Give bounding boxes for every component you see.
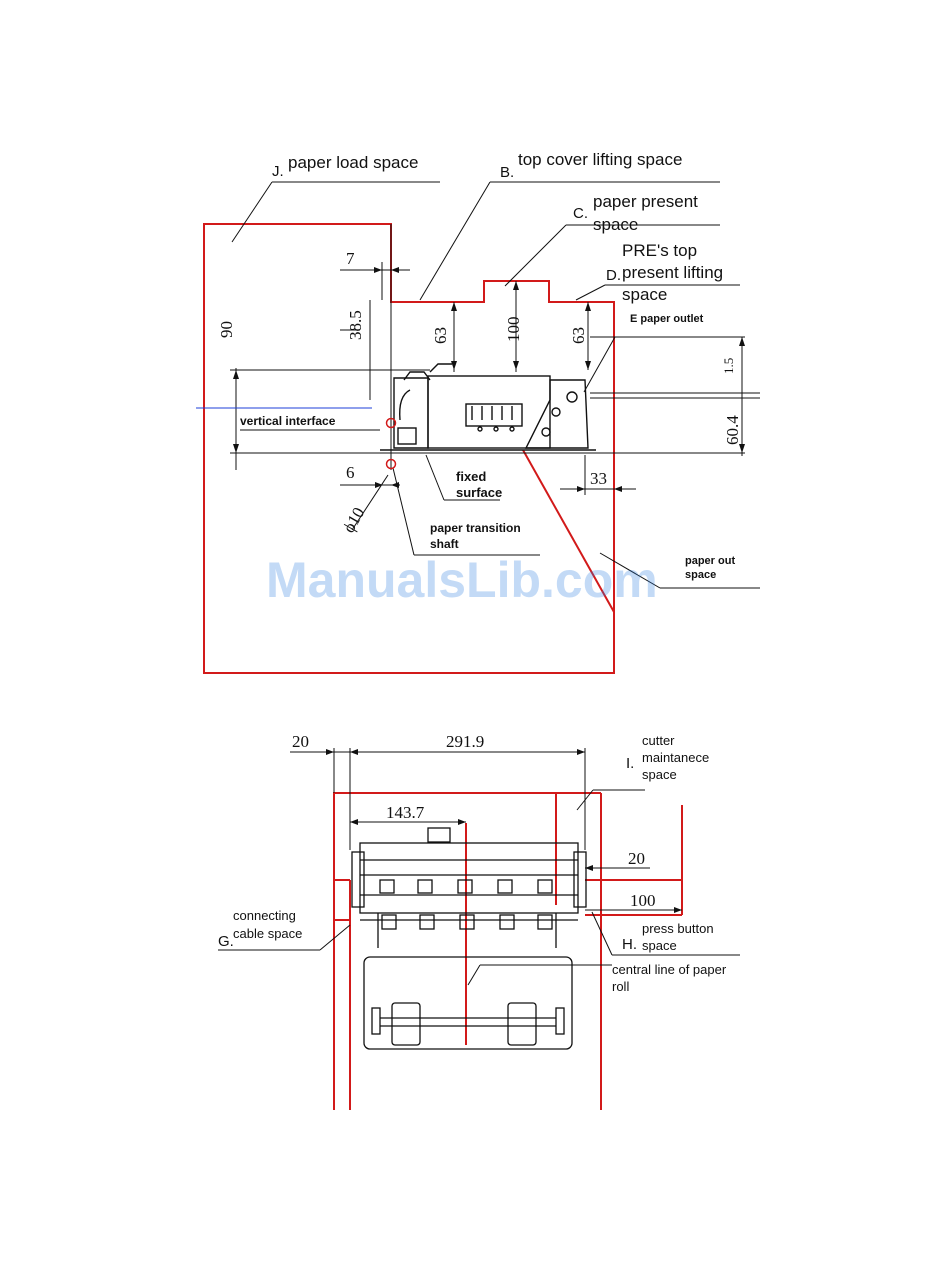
dim-100-bottom: 100 xyxy=(630,891,656,910)
dim-7: 7 xyxy=(346,249,355,268)
label-pre-top-3: space xyxy=(622,285,667,304)
label-J: J. xyxy=(272,163,284,180)
label-connecting-1: connecting xyxy=(233,908,296,923)
label-paper-transition-1: paper transition xyxy=(430,521,521,535)
dim-90: 90 xyxy=(217,321,236,338)
label-connecting-2: cable space xyxy=(233,926,302,941)
dim-100: 100 xyxy=(504,317,523,343)
label-G: G. xyxy=(218,933,234,950)
label-B: B. xyxy=(500,164,514,181)
label-pre-top-2: present lifting xyxy=(622,263,723,282)
label-paper-outlet: E paper outlet xyxy=(630,313,704,325)
label-paper-load-space: paper load space xyxy=(288,153,418,172)
dim-6: 6 xyxy=(346,463,355,482)
label-paper-present-2: space xyxy=(593,215,638,234)
label-top-cover-lifting-space: top cover lifting space xyxy=(518,150,682,169)
label-H: H. xyxy=(622,936,637,953)
label-vertical-interface: vertical interface xyxy=(240,414,336,428)
label-press-button-1: press button xyxy=(642,921,714,936)
dim-20-left: 20 xyxy=(292,732,309,751)
label-cutter-1: cutter xyxy=(642,733,675,748)
watermark: ManualsLib.com xyxy=(266,552,658,608)
dim-20-right: 20 xyxy=(628,849,645,868)
label-press-button-2: space xyxy=(642,938,677,953)
label-central-line-2: roll xyxy=(612,979,629,994)
label-paper-present-1: paper present xyxy=(593,192,698,211)
printer-side-view xyxy=(380,363,596,451)
label-paper-transition-2: shaft xyxy=(430,537,459,551)
label-pre-top-1: PRE's top xyxy=(622,241,697,260)
arrowheads xyxy=(233,267,745,492)
label-paper-out-1: paper out xyxy=(685,555,735,567)
label-fixed-2: surface xyxy=(456,485,502,500)
top-view: J. paper load space B. top cover lifting… xyxy=(196,150,760,674)
dim-143-7: 143.7 xyxy=(386,803,425,822)
dim-63-right: 63 xyxy=(569,327,588,344)
label-I: I. xyxy=(626,755,634,772)
label-C: C. xyxy=(573,205,588,222)
dim-phi10: ϕ10 xyxy=(339,504,368,536)
arrowheads-bottom xyxy=(326,749,682,913)
dim-38-5: 38.5 xyxy=(346,310,365,340)
label-central-line-1: central line of paper xyxy=(612,962,727,977)
label-fixed-1: fixed xyxy=(456,469,486,484)
label-paper-out-2: space xyxy=(685,569,716,581)
label-cutter-2: maintanece xyxy=(642,750,709,765)
dimension-lines-bottom xyxy=(218,748,740,986)
dim-63-left: 63 xyxy=(431,327,450,344)
dim-60-4: 60.4 xyxy=(723,415,742,445)
printer-front-view xyxy=(351,827,587,1050)
label-cutter-3: space xyxy=(642,767,677,782)
dim-1-5: 1.5 xyxy=(721,358,736,374)
bottom-view: I. cutter maintanece space connecting G.… xyxy=(218,732,740,1110)
dimension-lines xyxy=(196,181,760,589)
label-D: D. xyxy=(606,267,621,284)
dim-33: 33 xyxy=(590,469,607,488)
shaft-markers xyxy=(385,417,397,470)
clearance-outline-bottom xyxy=(333,792,683,1110)
dim-291-9: 291.9 xyxy=(446,732,484,751)
